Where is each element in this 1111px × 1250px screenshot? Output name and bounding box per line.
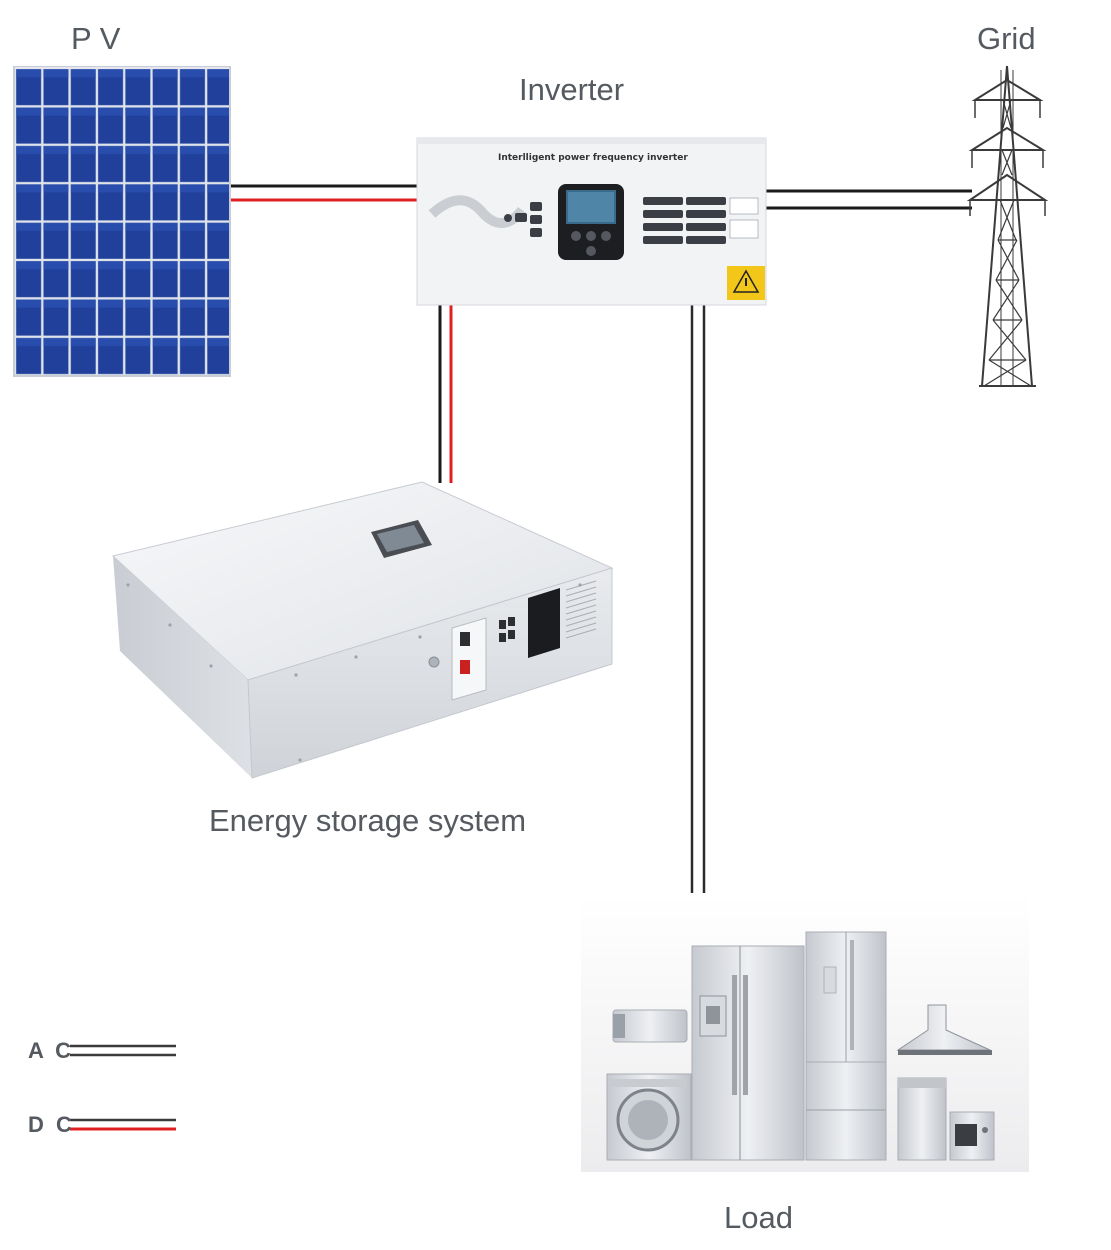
wire-inverter-grid (766, 189, 972, 210)
label-pv: P V (71, 21, 121, 56)
wire-inverter-storage (438, 305, 453, 483)
label-grid: Grid (977, 21, 1036, 56)
appliances-icon (581, 894, 1029, 1172)
legend-dc-line (70, 1118, 176, 1131)
inverter-icon: Interlligent power frequency inverter (416, 137, 767, 306)
label-energy-storage: Energy storage system (209, 803, 527, 838)
legend-ac-line (70, 1044, 176, 1057)
battery-cabinet-icon (111, 481, 614, 779)
solar-panel-icon (13, 66, 231, 377)
inverter-brand-text: Interlligent power frequency inverter (498, 153, 688, 163)
label-inverter: Inverter (519, 72, 625, 107)
legend-ac-label: A C (28, 1038, 75, 1063)
label-load: Load (724, 1200, 793, 1235)
wire-inverter-load (690, 305, 706, 893)
wire-pv-inverter (230, 184, 417, 202)
legend-dc-label: D C (28, 1112, 75, 1137)
transmission-tower-icon (966, 65, 1049, 387)
